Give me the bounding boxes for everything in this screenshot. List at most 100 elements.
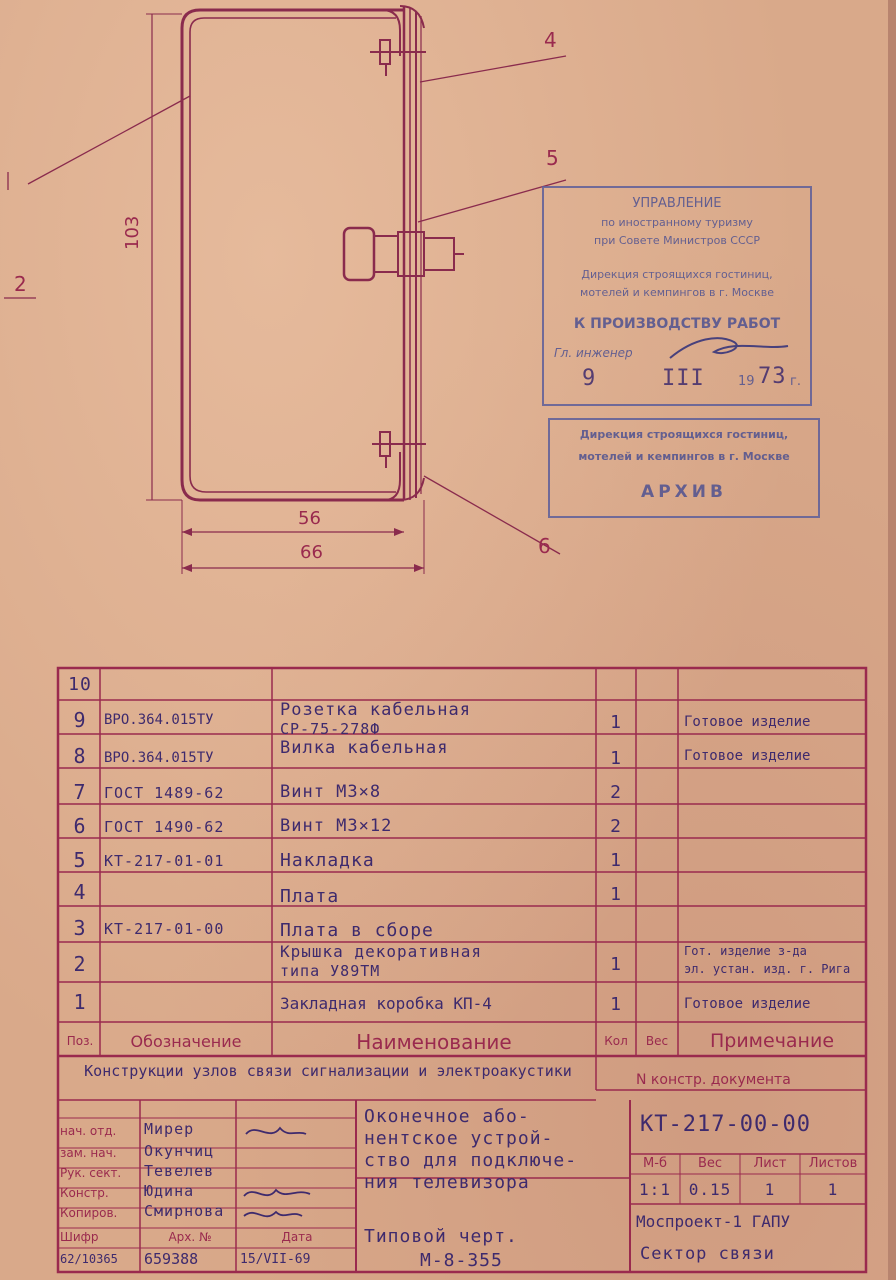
approval-stamp-line2: по иностранному туризму — [601, 216, 753, 229]
spec-row-name-line2: типа У89ТМ — [280, 962, 381, 980]
spec-row-qty: 1 — [610, 748, 622, 769]
approval-stamp-line1: УПРАВЛЕНИЕ — [632, 196, 722, 211]
leader-4 — [419, 55, 567, 83]
spec-row-pos: 5 — [73, 848, 87, 872]
chief-engineer-signature — [669, 337, 789, 359]
role-label: Рук. сект. — [60, 1166, 122, 1180]
role-label: Копиров. — [60, 1206, 118, 1220]
date-label: Дата — [281, 1230, 313, 1244]
approval-year-prefix: 19 — [738, 374, 755, 389]
approval-stamp-line5: мотелей и кемпингов в г. Москве — [580, 286, 774, 299]
spec-row-name: Плата — [280, 886, 340, 907]
signature-yudina — [243, 1188, 311, 1197]
dim-66-arrow-right — [414, 564, 424, 572]
role-label: зам. нач. — [60, 1146, 117, 1160]
callout-2: 2 — [14, 272, 27, 296]
spec-row-designation: ВРО.364.015ТУ — [104, 750, 214, 766]
spec-row-designation: КТ-217-01-01 — [104, 852, 225, 870]
spec-row-pos: 8 — [73, 744, 87, 768]
spec-row-name: Винт М3×8 — [280, 782, 382, 802]
drawing-title-line3: ство для подключе- — [364, 1150, 578, 1171]
connector-body — [342, 226, 376, 282]
doc-number-label: N констр. документа — [636, 1072, 791, 1088]
sheets-label: Листов — [808, 1156, 858, 1171]
spec-row-pos: 2 — [73, 952, 87, 976]
drawing-title-line4: ния телевизора — [364, 1172, 530, 1193]
sheet-label: Лист — [753, 1156, 787, 1171]
cover-top — [399, 5, 425, 29]
connector-back-nut — [423, 237, 455, 271]
leader-left — [27, 95, 191, 185]
spec-row-qty: 1 — [610, 994, 622, 1015]
spec-row-note: Готовое изделие — [684, 748, 811, 764]
header-designation: Обозначение — [130, 1032, 242, 1051]
drawing-title-line1: Оконечное або- — [364, 1106, 530, 1127]
spec-row-note: Гот. изделие з-да — [684, 944, 807, 958]
spec-row-qty: 1 — [610, 850, 622, 871]
weight-label: Вес — [697, 1156, 723, 1171]
spec-row-qty: 1 — [610, 954, 622, 975]
role-name: Тевелев — [144, 1162, 215, 1180]
spec-row-pos: 6 — [73, 814, 87, 838]
spec-row-designation: КТ-217-01-00 — [104, 920, 225, 938]
role-name: Окунчиц — [144, 1142, 215, 1160]
weight-value: 0.15 — [688, 1180, 732, 1199]
box-rim-bottom — [383, 452, 401, 501]
connector-washer — [397, 231, 425, 277]
approval-stamp-line3: при Совете Министров СССР — [594, 234, 760, 247]
approval-year-mark: г. — [790, 374, 801, 389]
sheet-value: 1 — [764, 1180, 776, 1199]
spec-row-qty: 1 — [610, 884, 622, 905]
approval-month: III — [662, 366, 705, 391]
header-weight: Вес — [645, 1034, 669, 1048]
spec-row-note-line2: эл. устан. изд. г. Рига — [684, 962, 851, 976]
dimension-height: 103 — [122, 215, 143, 250]
archive-label: Арх. № — [168, 1230, 212, 1244]
spec-row-qty: 2 — [610, 816, 622, 837]
scale-label: М-б — [643, 1156, 667, 1171]
code-value: 62/10365 — [60, 1252, 118, 1266]
header-qty: Кол — [604, 1034, 628, 1048]
organization-line1: Моспроект-1 ГАПУ — [636, 1212, 791, 1231]
spec-row-designation: ГОСТ 1490-62 — [104, 818, 225, 836]
header-note: Примечание — [709, 1030, 835, 1052]
approval-stamp-line4: Дирекция строящихся гостиниц, — [581, 268, 773, 281]
spec-row-pos: 10 — [68, 674, 92, 695]
approval-year-suffix: 73 — [758, 364, 787, 389]
header-pos: Поз. — [66, 1034, 94, 1048]
organization-line2: Сектор связи — [640, 1244, 775, 1264]
sheet-edge — [888, 0, 896, 1280]
spec-row-name: Винт М3×12 — [280, 816, 393, 836]
connector-nut — [373, 235, 399, 273]
drawing-title-line2: нентское устрой- — [364, 1128, 554, 1149]
signature-mirer — [245, 1126, 307, 1135]
spec-row-name: Розетка кабельная — [280, 700, 471, 720]
section-title: Конструкции узлов связи сигнализации и э… — [84, 1062, 572, 1080]
dimension-inner-width: 56 — [298, 508, 321, 529]
archive-value: 659388 — [144, 1250, 199, 1268]
archive-stamp-line2: мотелей и кемпингов в г. Москве — [578, 450, 790, 463]
box-rim-top — [381, 9, 401, 56]
spec-row-pos: 3 — [73, 916, 87, 940]
spec-row-name: Накладка — [280, 850, 375, 871]
signature-smirnova — [243, 1210, 303, 1218]
archive-stamp: Дирекция строящихся гостиниц, мотелей и … — [548, 418, 820, 518]
spec-row-pos: 7 — [73, 780, 87, 804]
spec-row-name: Вилка кабельная — [280, 738, 449, 758]
spec-row-name: Закладная коробка КП-4 — [280, 994, 492, 1013]
spec-row-name-line2: СР-75-278Ф — [280, 720, 381, 738]
approval-stamp-line7: Гл. инженер — [554, 346, 633, 360]
approval-stamp-line6: К ПРОИЗВОДСТВУ РАБОТ — [573, 316, 781, 332]
role-name: Смирнова — [144, 1202, 225, 1220]
technical-drawing — [4, 5, 567, 574]
callout-5: 5 — [546, 146, 559, 170]
spec-row-name: Плата в сборе — [280, 920, 434, 941]
table-grid — [56, 666, 868, 1274]
role-name: Мирер — [144, 1120, 195, 1138]
approval-stamp: УПРАВЛЕНИЕ по иностранному туризму при С… — [542, 186, 812, 406]
spec-row-designation: ВРО.364.015ТУ — [104, 712, 214, 728]
cover-bottom — [399, 477, 425, 501]
series-line1: Типовой черт. — [364, 1226, 518, 1247]
doc-number: КТ-217-00-00 — [640, 1112, 811, 1137]
dimension-outer-width: 66 — [300, 542, 323, 563]
